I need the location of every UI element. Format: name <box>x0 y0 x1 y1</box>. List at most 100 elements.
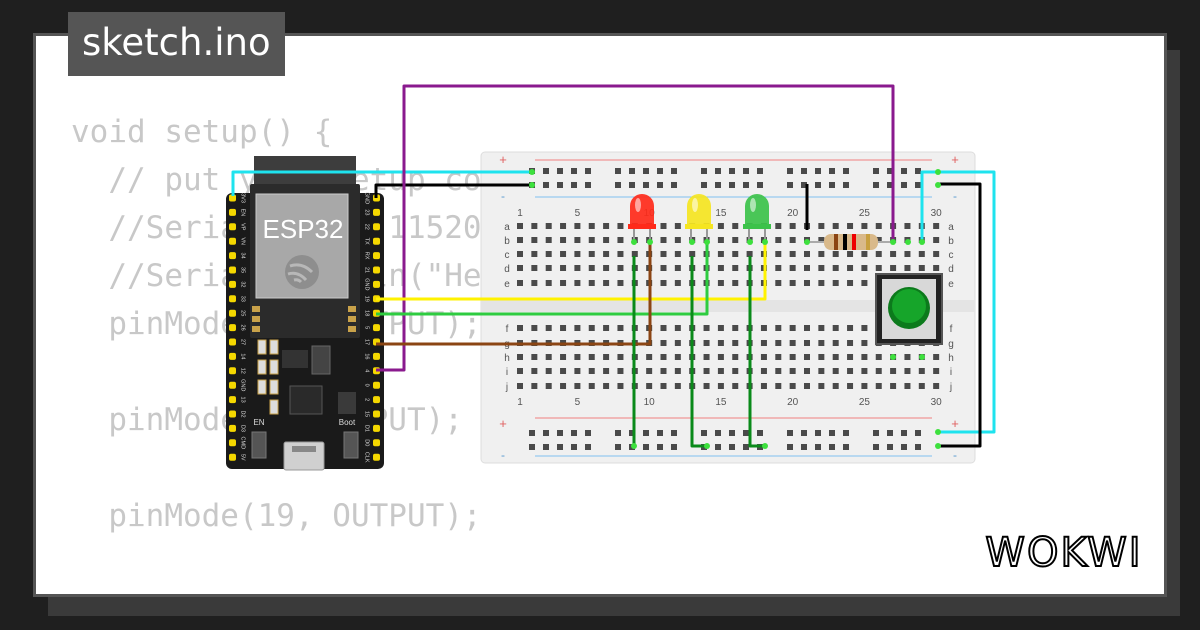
breadboard-hole <box>517 280 523 286</box>
breadboard-hole <box>660 383 667 389</box>
breadboard-hole <box>588 223 595 229</box>
pin-left <box>229 266 236 274</box>
breadboard-hole <box>545 265 552 271</box>
connection-dot <box>631 239 637 245</box>
breadboard-hole <box>674 368 681 374</box>
resistor <box>807 234 893 250</box>
breadboard-hole <box>603 223 610 229</box>
breadboard-hole <box>732 340 739 346</box>
row-letter: e <box>948 279 954 290</box>
rail-hole <box>787 430 793 436</box>
rail-hole <box>829 168 835 174</box>
rail-hole <box>629 430 635 436</box>
breadboard-hole <box>918 368 925 374</box>
breadboard-hole <box>732 383 739 389</box>
pin-label-right: 2 <box>364 398 370 401</box>
breadboard-hole <box>904 354 911 360</box>
rail-hole <box>543 430 549 436</box>
led-green[interactable] <box>743 194 771 242</box>
wire-black-rail <box>938 182 982 448</box>
smd-component <box>257 379 267 395</box>
module-pad <box>348 326 356 332</box>
pin-left <box>229 439 236 447</box>
pin-label-right: TX <box>364 238 370 245</box>
breadboard-hole <box>660 340 667 346</box>
breadboard-hole <box>660 251 667 257</box>
wire-green-pin18 <box>376 244 709 316</box>
rail-hole <box>729 430 735 436</box>
file-tab[interactable]: sketch.ino <box>68 12 285 76</box>
led-highlight <box>750 198 756 212</box>
breadboard-hole <box>904 383 911 389</box>
breadboard-hole <box>775 340 782 346</box>
breadboard-hole <box>918 265 925 271</box>
rail-hole <box>585 430 591 436</box>
breadboard-hole <box>861 223 868 229</box>
breadboard-hole <box>545 223 552 229</box>
rail-hole <box>915 168 921 174</box>
breadboard-hole <box>775 265 782 271</box>
rail-hole <box>643 430 649 436</box>
resistor-band-3 <box>852 234 856 250</box>
pin-right <box>373 352 380 360</box>
breadboard-hole <box>861 280 868 286</box>
espressif-logo-icon <box>285 255 319 289</box>
resistor-band-4 <box>866 234 870 250</box>
pin-label-right: D0 <box>364 439 370 446</box>
file-tab-label: sketch.ino <box>82 21 271 64</box>
breadboard-hole <box>804 383 810 389</box>
pin-left <box>229 324 236 332</box>
wokwi-logo: WOKWI <box>984 529 1141 577</box>
breadboard-hole <box>617 223 624 229</box>
connection-dot <box>890 239 896 245</box>
rail-hole <box>801 182 807 188</box>
breadboard-hole <box>760 383 767 389</box>
breadboard-hole <box>732 237 739 243</box>
breadboard-hole <box>717 383 724 389</box>
row-letter: b <box>948 236 954 247</box>
boot-button[interactable] <box>343 431 359 459</box>
breadboard-hole <box>617 325 624 331</box>
en-button[interactable] <box>251 431 267 459</box>
breadboard-hole <box>760 368 767 374</box>
breadboard-hole <box>890 383 897 389</box>
pushbutton[interactable] <box>875 273 943 345</box>
breadboard-hole <box>588 383 595 389</box>
breadboard-hole <box>861 251 868 257</box>
pin-label-left: 12 <box>240 368 246 374</box>
breadboard-hole <box>674 325 681 331</box>
rail-hole <box>843 168 849 174</box>
breadboard-hole <box>531 354 538 360</box>
breadboard-hole <box>574 383 581 389</box>
pin-left <box>229 252 236 260</box>
breadboard-hole <box>689 251 696 257</box>
pin-label-right: RX <box>364 252 370 260</box>
row-letter: c <box>949 250 954 261</box>
pin-left <box>229 237 236 245</box>
breadboard-hole <box>603 237 610 243</box>
breadboard-hole <box>531 325 538 331</box>
smd-component <box>257 339 267 355</box>
rail-hole <box>815 168 821 174</box>
breadboard-hole <box>746 251 753 257</box>
pin-label-right: 4 <box>364 369 370 372</box>
breadboard-hole <box>717 280 724 286</box>
breadboard-hole <box>517 223 523 229</box>
breadboard-hole <box>646 368 653 374</box>
breadboard-hole <box>674 383 681 389</box>
pin-label-left: GND <box>240 379 246 391</box>
pin-label-right: 23 <box>364 209 370 215</box>
breadboard-hole <box>674 354 681 360</box>
pin-right <box>373 237 380 245</box>
breadboard-hole <box>818 354 825 360</box>
breadboard-hole <box>531 265 538 271</box>
breadboard-hole <box>789 223 796 229</box>
breadboard-hole <box>660 237 667 243</box>
rail-hole <box>887 444 893 450</box>
rail-hole <box>901 168 907 174</box>
rail-hole <box>557 430 563 436</box>
breadboard-hole <box>732 223 739 229</box>
led-red[interactable] <box>628 194 656 242</box>
breadboard-hole <box>789 325 796 331</box>
row-letter: c <box>505 250 510 261</box>
